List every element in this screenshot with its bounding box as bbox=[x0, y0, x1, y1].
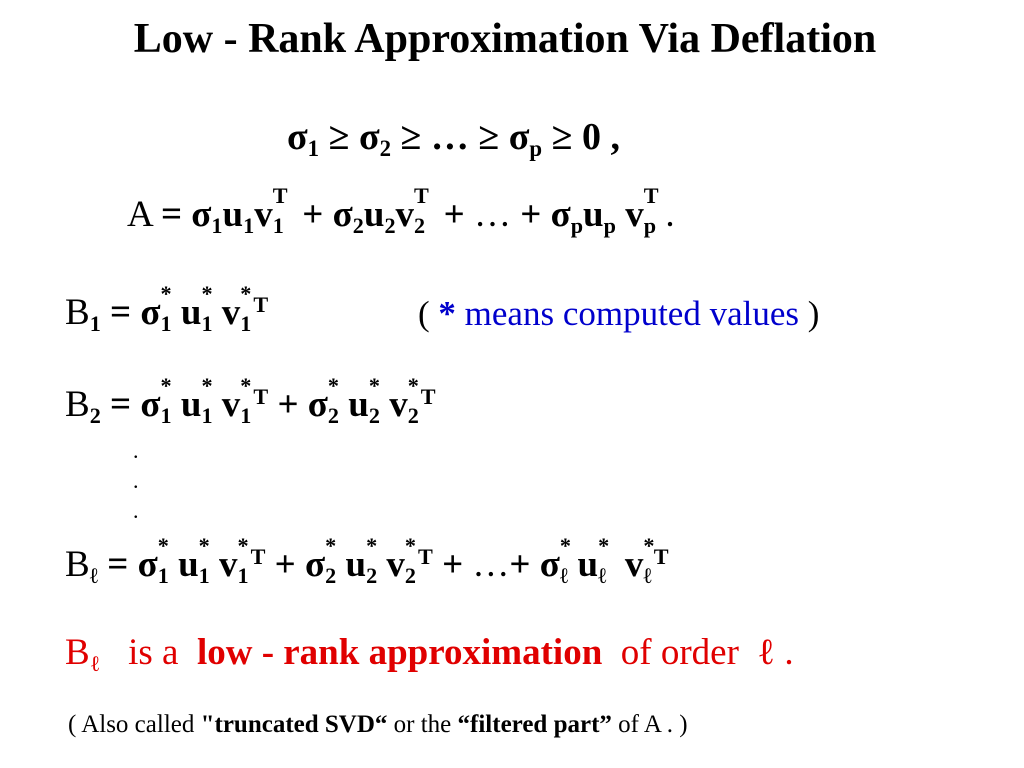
singular-value-ordering: σ1 ≥ σ2 ≥ … ≥ σp ≥ 0 , bbox=[287, 116, 620, 162]
b2-equation: B2 = σ*1 u*1 v*1T + σ*2 u*2 v*2T bbox=[65, 372, 436, 429]
vertical-ellipsis-dot: . bbox=[133, 498, 139, 523]
sigma-symbol: σ bbox=[358, 116, 380, 158]
footnote: ( Also called "truncated SVD“ or the “fi… bbox=[68, 711, 688, 738]
filtered-part-term: “filtered part” bbox=[457, 711, 612, 738]
vertical-ellipsis-dot: . bbox=[133, 468, 139, 493]
sigma-symbol: σ bbox=[508, 116, 530, 158]
b1-equation: B1 = σ*1 u*1 v*1T bbox=[65, 280, 269, 337]
computed-values-note: ( * means computed values ) bbox=[418, 294, 820, 333]
low-rank-approximation-term: low - rank approximation bbox=[196, 632, 603, 673]
slide-title: Low - Rank Approximation Via Deflation bbox=[133, 16, 877, 62]
sigma-symbol: σ bbox=[287, 116, 308, 158]
vertical-ellipsis-dot: . bbox=[133, 438, 139, 463]
b-ell-equation: Bℓ = σ*1 u*1 v*1T + σ*2 u*2 v*2T + …+ σ*… bbox=[65, 532, 669, 589]
truncated-svd-term: "truncated SVD“ bbox=[200, 711, 388, 738]
low-rank-statement: Bℓ is a low - rank approximation of orde… bbox=[65, 632, 794, 677]
